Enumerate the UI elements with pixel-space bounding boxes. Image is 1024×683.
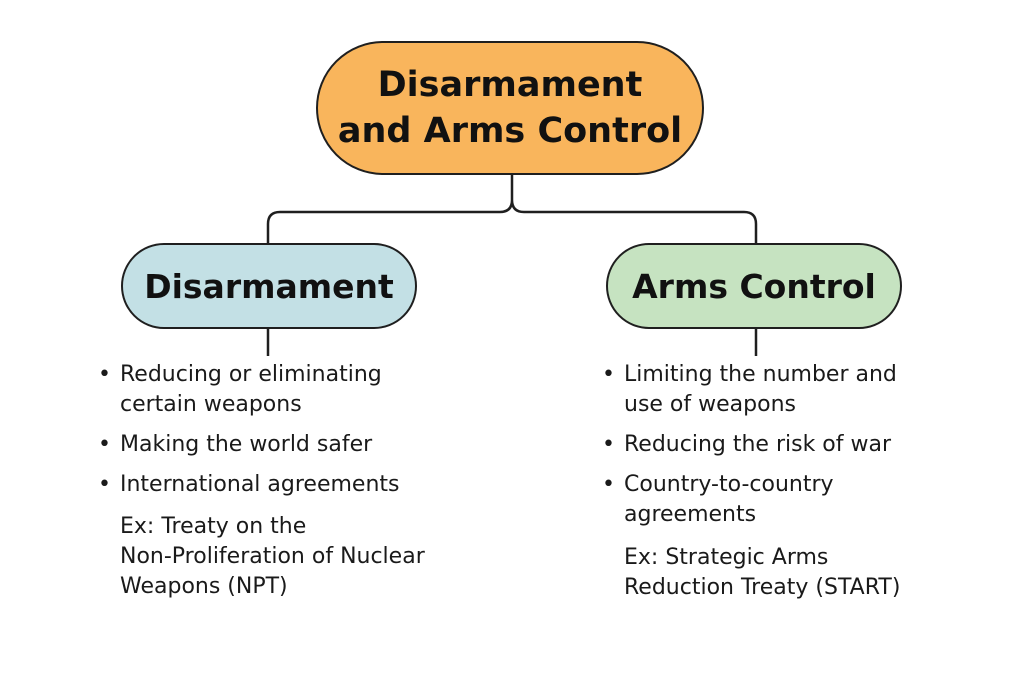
arms-control-node: Arms Control [606, 243, 902, 329]
bullet-icon: • [98, 472, 111, 497]
list-item: • International agreements [98, 470, 478, 500]
list-item: • Country-to-country agreements [602, 470, 1002, 530]
list-item: • Limiting the number and use of weapons [602, 360, 1002, 420]
example-line: Ex: Treaty on the [120, 514, 307, 539]
list-item: • Making the world safer [98, 430, 478, 460]
list-item-line: Reducing or eliminating [120, 362, 382, 387]
disarmament-example: Ex: Treaty on the Non-Proliferation of N… [120, 512, 500, 602]
list-item-line: agreements [624, 502, 757, 527]
disarmament-bullet-list: • Reducing or eliminating certain weapon… [98, 360, 478, 510]
disarmament-title: Disarmament [144, 266, 394, 306]
list-item: • Reducing or eliminating certain weapon… [98, 360, 478, 420]
example-line: Weapons (NPT) [120, 574, 288, 599]
bullet-icon: • [602, 472, 615, 497]
example-line: Ex: Strategic Arms [624, 545, 829, 570]
root-title-line-1: Disarmament [377, 65, 643, 105]
list-item-line: Limiting the number and [624, 362, 897, 387]
list-item-line: International agreements [120, 472, 400, 497]
bullet-icon: • [98, 362, 111, 387]
list-item-line: Reducing the risk of war [624, 432, 892, 457]
example-line: Reduction Treaty (START) [624, 575, 901, 600]
root-node: Disarmament and Arms Control [316, 41, 704, 175]
bullet-icon: • [602, 362, 615, 387]
list-item: • Reducing the risk of war [602, 430, 1002, 460]
list-item-line: use of weapons [624, 392, 796, 417]
list-item-line: certain weapons [120, 392, 302, 417]
disarmament-node: Disarmament [121, 243, 417, 329]
root-title-line-2: and Arms Control [337, 111, 683, 151]
connector-root-to-children [266, 175, 758, 243]
list-item-line: Making the world safer [120, 432, 373, 457]
arms-control-bullet-list: • Limiting the number and use of weapons… [602, 360, 1002, 540]
bullet-icon: • [602, 432, 615, 457]
list-item-line: Country-to-country [624, 472, 834, 497]
arms-control-title: Arms Control [632, 266, 876, 306]
bullet-icon: • [98, 432, 111, 457]
arms-control-example: Ex: Strategic Arms Reduction Treaty (STA… [624, 543, 1014, 603]
example-line: Non-Proliferation of Nuclear [120, 544, 425, 569]
